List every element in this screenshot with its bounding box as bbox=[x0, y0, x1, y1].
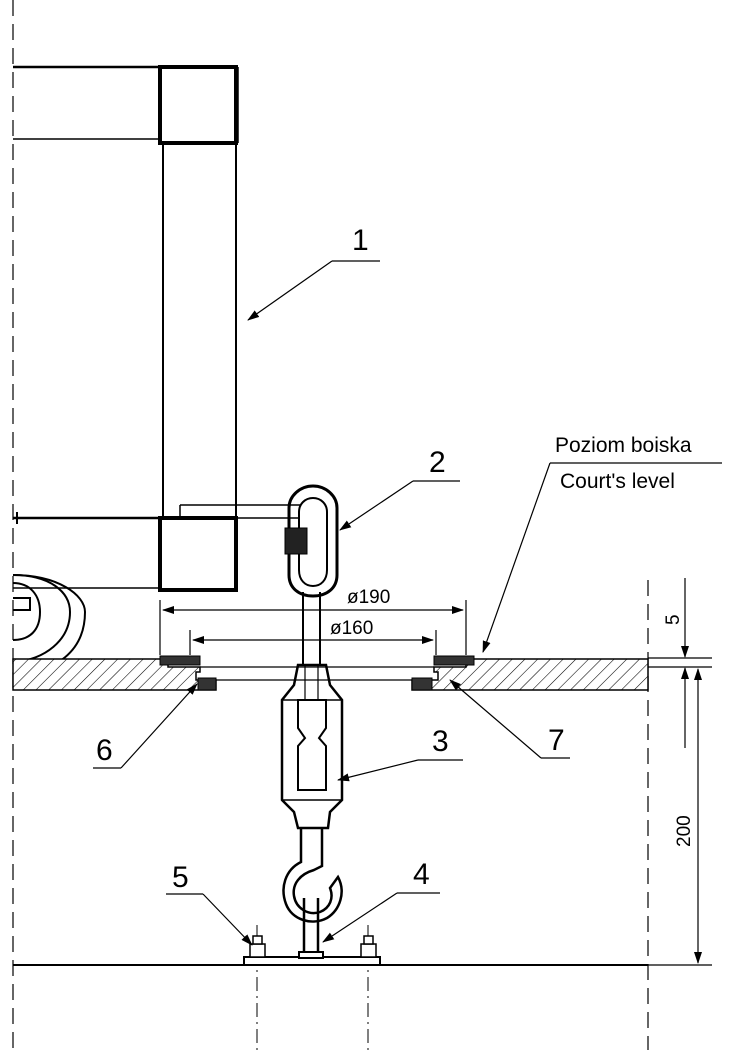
callout-4: 4 bbox=[413, 858, 430, 891]
court-level-label-english: Court's level bbox=[560, 470, 675, 493]
carabiner bbox=[284, 484, 339, 598]
callout-1: 1 bbox=[352, 224, 369, 257]
dimension-160-label: ø160 bbox=[330, 618, 373, 639]
dimension-5-label: 5 bbox=[663, 614, 684, 625]
cover-ring bbox=[159, 655, 475, 691]
callout-6: 6 bbox=[96, 734, 113, 767]
bolt-centerlines bbox=[256, 925, 369, 1050]
callout-5: 5 bbox=[172, 861, 189, 894]
callout-2: 2 bbox=[429, 446, 446, 479]
turnbuckle bbox=[280, 663, 344, 830]
rod bbox=[302, 592, 321, 666]
hook bbox=[282, 828, 343, 960]
goal-frame bbox=[12, 65, 300, 677]
dimension-5 bbox=[648, 578, 712, 748]
base-plate bbox=[243, 951, 381, 966]
callout-3: 3 bbox=[432, 725, 449, 758]
dimension-190-label: ø190 bbox=[347, 587, 390, 608]
anchor-bolts bbox=[249, 935, 377, 958]
dimension-200 bbox=[648, 668, 712, 966]
court-level-leader bbox=[482, 462, 722, 653]
court-level-label-polish: Poziom boiska bbox=[555, 434, 692, 457]
callout-leaders bbox=[93, 260, 570, 946]
court-slab bbox=[12, 658, 649, 691]
dimension-190 bbox=[159, 600, 467, 655]
dimension-160 bbox=[189, 630, 437, 655]
dimension-200-label: 200 bbox=[674, 815, 695, 847]
callout-7: 7 bbox=[548, 724, 565, 757]
